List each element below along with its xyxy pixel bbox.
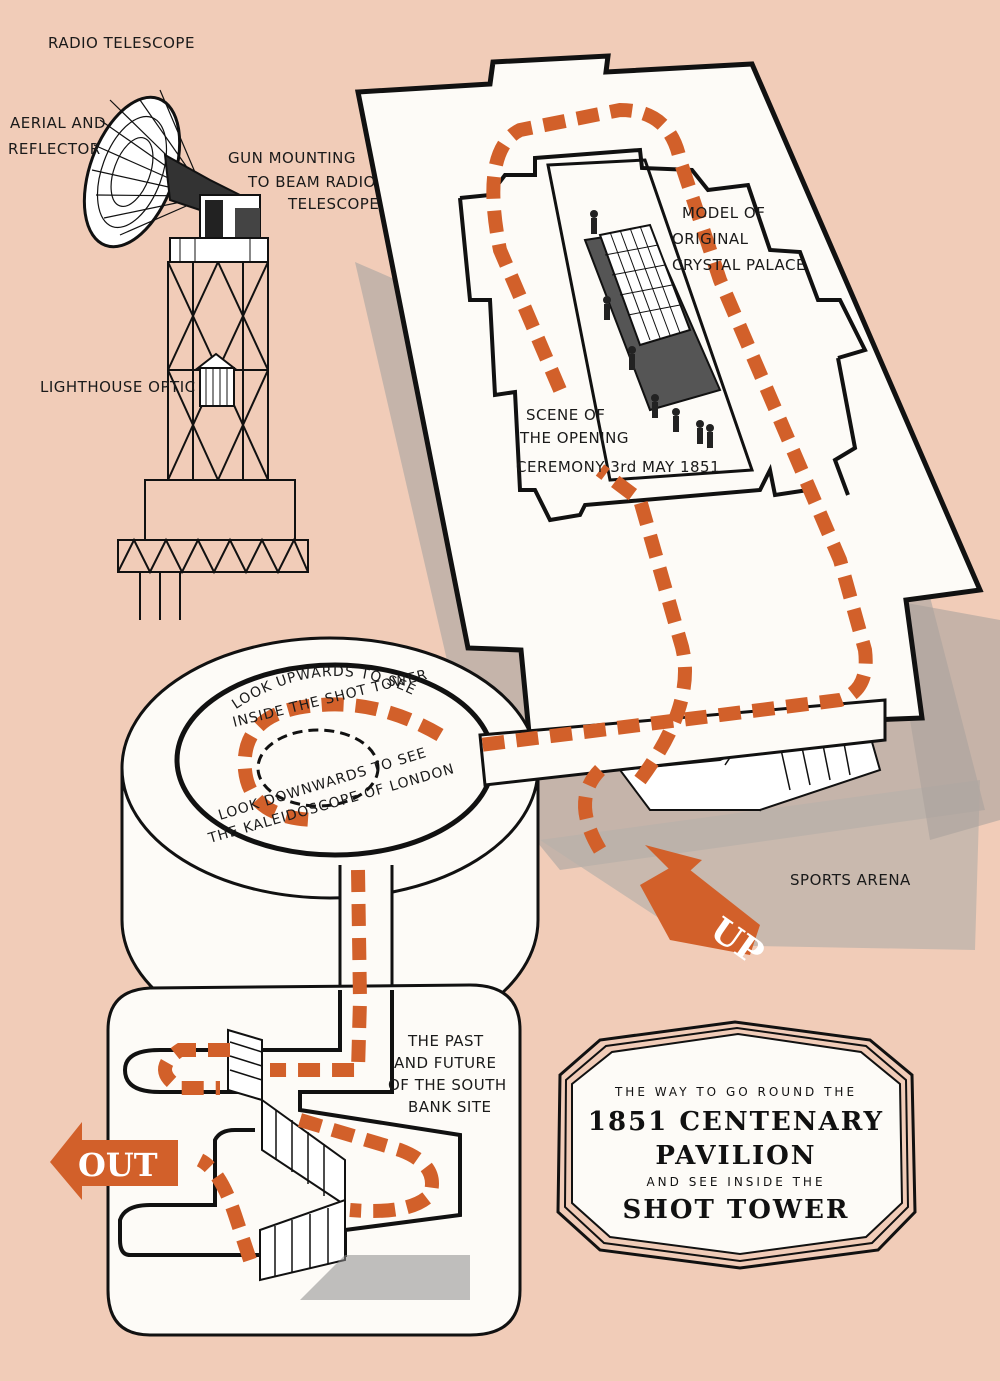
lower-staircase: [227, 1028, 470, 1300]
crystal-palace-model: [583, 210, 722, 448]
lighthouse-label: LIGHTHOUSE OPTIC: [40, 378, 196, 396]
lower-pavilion: [106, 983, 522, 1337]
radio-telescope-label: RADIO TELESCOPE: [48, 34, 195, 52]
aerial-label-line2: REFLECTOR: [8, 140, 101, 158]
model-label-line3: CRYSTAL PALACE: [672, 256, 806, 274]
scene-label-line2: THE OPENING: [519, 429, 629, 447]
shot-tower: [120, 636, 887, 1052]
past-label-line4: BANK SITE: [408, 1098, 491, 1116]
scene-label-line1: SCENE OF: [526, 406, 605, 424]
model-label-line1: MODEL OF: [682, 204, 765, 222]
lighthouse-optic: [195, 352, 237, 407]
title-line3: PAVILION: [655, 1141, 816, 1171]
lattice-tower: [167, 261, 269, 481]
gun-label-line2: TO BEAM RADIO: [247, 173, 376, 191]
title-line2: 1851 CENTENARY: [588, 1107, 884, 1137]
past-label-line2: AND FUTURE: [394, 1054, 496, 1072]
past-label-line1: THE PAST: [407, 1032, 484, 1050]
scene-label-line3: CEREMONY 3rd MAY 1851: [516, 458, 720, 476]
aerial-label-line1: AERIAL AND: [10, 114, 106, 132]
title-panel: THE WAY TO GO ROUND THE 1851 CENTENARY P…: [556, 1020, 917, 1270]
out-label: OUT: [78, 1146, 158, 1184]
visitor-route: [158, 102, 873, 1263]
out-badge: OUT: [50, 1122, 178, 1200]
gun-mounting: [169, 194, 269, 263]
gun-label-line3: TELESCOPE: [287, 195, 379, 213]
title-line4: AND SEE INSIDE THE: [646, 1175, 825, 1189]
model-label-line2: ORIGINAL: [672, 230, 749, 248]
bridge-truss: [117, 537, 309, 620]
past-label-line3: OF THE SOUTH: [388, 1076, 507, 1094]
sports-arena-label: SPORTS ARENA: [790, 871, 911, 889]
title-line1: THE WAY TO GO ROUND THE: [614, 1085, 857, 1099]
radio-telescope-tower: [82, 89, 309, 620]
gun-label-line1: GUN MOUNTING: [228, 149, 356, 167]
title-line5: SHOT TOWER: [622, 1195, 849, 1225]
